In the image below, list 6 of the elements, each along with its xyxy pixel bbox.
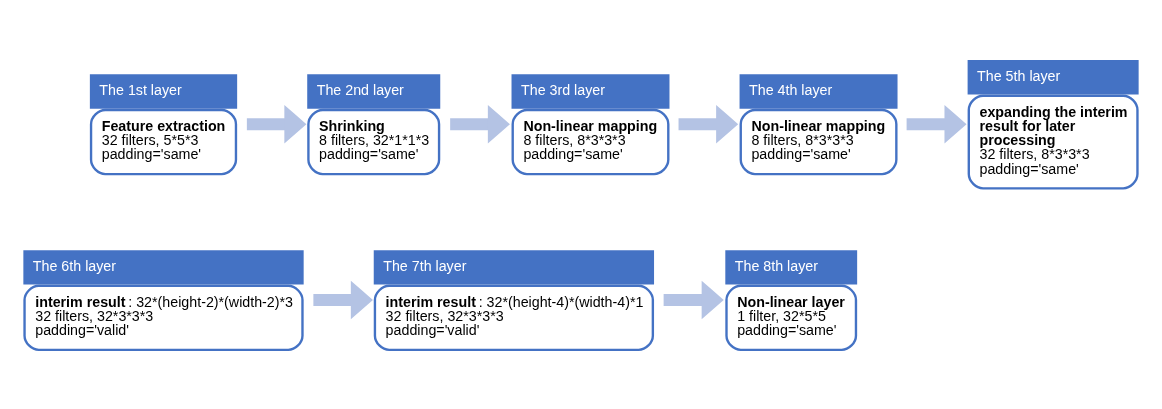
arrow (678, 104, 739, 144)
arrow (450, 104, 510, 144)
arrow (663, 280, 724, 319)
arrow (313, 280, 373, 319)
arrow (246, 104, 307, 144)
arrow (906, 104, 967, 144)
